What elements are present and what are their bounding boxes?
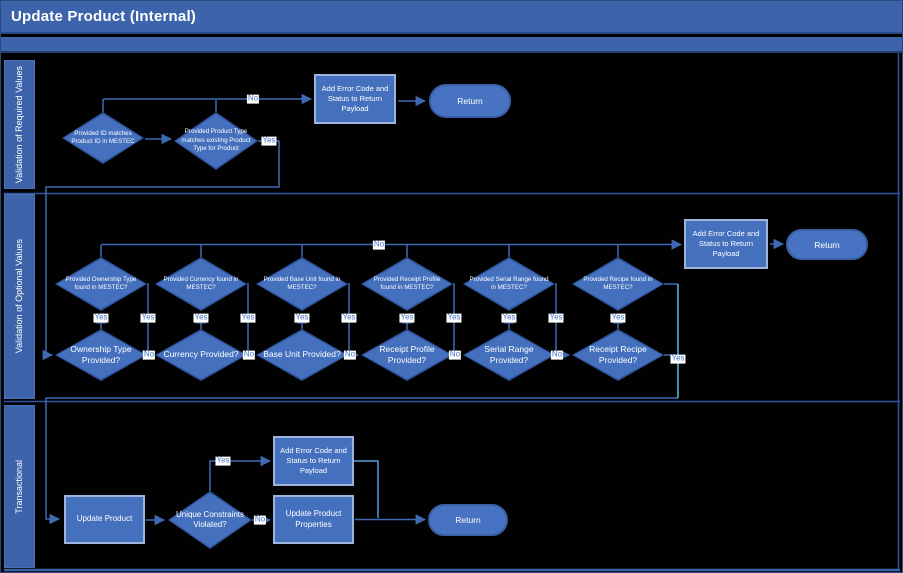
- check-receipt-profile-found[interactable]: Provided Receipt Profile found in MESTEC…: [361, 257, 453, 311]
- label-yes: Yes: [215, 455, 231, 466]
- lane-label-text: Validation of Optional Values: [14, 239, 25, 354]
- label-no: No: [372, 239, 386, 250]
- decision-text: Provided Recipe found in MESTEC?: [583, 275, 653, 291]
- decision-text: Currency Provided?: [163, 349, 239, 360]
- error-box-lane2[interactable]: Add Error Code and Status to Return Payl…: [684, 219, 768, 269]
- lane-label-text: Validation of Required Values: [14, 65, 25, 184]
- decision-unique-constraints[interactable]: Unique Constraints Violated?: [168, 491, 252, 549]
- decision-receipt-profile-provided[interactable]: Receipt Profile Provided?: [361, 329, 453, 381]
- label-yes: Yes: [446, 312, 462, 323]
- return-text: Return: [814, 239, 840, 250]
- decision-text: Unique Constraints Violated?: [175, 509, 245, 529]
- process-text: Update Product: [76, 514, 133, 524]
- label-yes: Yes: [610, 312, 626, 323]
- label-no: No: [246, 93, 260, 104]
- return-terminator-lane3[interactable]: Return: [428, 504, 508, 536]
- lane-label-transactional: Transactional: [4, 405, 35, 568]
- decision-text: Provided Ownership Type found in MESTEC?: [65, 275, 137, 291]
- label-no: No: [448, 349, 462, 360]
- error-box-lane1[interactable]: Add Error Code and Status to Return Payl…: [314, 74, 396, 124]
- decision-text: Receipt Profile Provided?: [379, 343, 435, 365]
- decision-text: Ownership Type Provided?: [70, 343, 132, 365]
- decision-text: Provided Base Unit found in MESTEC?: [263, 275, 341, 291]
- decision-product-type-matches[interactable]: Provided Product Type matches existing P…: [174, 112, 258, 170]
- label-yes: Yes: [193, 312, 209, 323]
- label-yes: Yes: [140, 312, 156, 323]
- update-product-properties-box[interactable]: Update Product Properties: [273, 495, 354, 544]
- decision-text: Provided Receipt Profile found in MESTEC…: [373, 275, 441, 291]
- lane-label-text: Transactional: [14, 459, 25, 514]
- decision-ownership-type-provided[interactable]: Ownership Type Provided?: [55, 329, 147, 381]
- return-text: Return: [457, 96, 483, 106]
- swimlane-header-band: [1, 37, 902, 53]
- lane-label-validation-required: Validation of Required Values: [4, 60, 35, 189]
- update-product-box[interactable]: Update Product: [64, 495, 145, 544]
- decision-text: Serial Range Provided?: [484, 343, 534, 365]
- page-title: Update Product (Internal): [11, 8, 197, 25]
- check-base-unit-found[interactable]: Provided Base Unit found in MESTEC?: [256, 257, 348, 311]
- label-yes: Yes: [341, 312, 357, 323]
- label-no: No: [343, 349, 357, 360]
- decision-text: Provided Product Type matches existing P…: [181, 128, 251, 153]
- label-no: No: [242, 349, 256, 360]
- label-yes: Yes: [240, 312, 256, 323]
- check-currency-found[interactable]: Provided Currency found in MESTEC?: [155, 257, 247, 311]
- label-no: No: [253, 514, 267, 525]
- decision-id-matches[interactable]: Provided ID matches Product ID in MESTEC: [62, 112, 144, 164]
- check-ownership-type-found[interactable]: Provided Ownership Type found in MESTEC?: [55, 257, 147, 311]
- decision-base-unit-provided[interactable]: Base Unit Provided?: [256, 329, 348, 381]
- decision-text: Base Unit Provided?: [263, 349, 341, 360]
- error-box-text: Add Error Code and Status to Return Payl…: [280, 445, 347, 476]
- error-box-text: Add Error Code and Status to Return Payl…: [692, 228, 760, 259]
- decision-text: Provided Currency found in MESTEC?: [163, 275, 239, 291]
- label-yes: Yes: [294, 312, 310, 323]
- return-text: Return: [455, 515, 481, 525]
- error-box-text: Add Error Code and Status to Return Payl…: [321, 83, 389, 114]
- label-yes: Yes: [93, 312, 109, 323]
- decision-text: Provided ID matches Product ID in MESTEC: [71, 129, 135, 145]
- label-yes: Yes: [399, 312, 415, 323]
- label-yes: Yes: [548, 312, 564, 323]
- label-no: No: [550, 349, 564, 360]
- label-yes: Yes: [261, 135, 277, 146]
- check-serial-range-found[interactable]: Provided Serial Range found in MESTEC?: [463, 257, 555, 311]
- return-terminator-lane2[interactable]: Return: [786, 229, 868, 260]
- lane-label-validation-optional: Validation of Optional Values: [4, 194, 35, 399]
- decision-text: Provided Serial Range found in MESTEC?: [469, 275, 549, 291]
- decision-text: Receipt Recipe Provided?: [589, 343, 647, 365]
- decision-receipt-recipe-provided[interactable]: Receipt Recipe Provided?: [572, 329, 664, 381]
- return-terminator-lane1[interactable]: Return: [429, 84, 511, 118]
- decision-serial-range-provided[interactable]: Serial Range Provided?: [463, 329, 555, 381]
- label-yes: Yes: [670, 353, 686, 364]
- label-yes: Yes: [501, 312, 517, 323]
- diagram-title-bar: Update Product (Internal): [1, 1, 902, 34]
- error-box-lane3[interactable]: Add Error Code and Status to Return Payl…: [273, 436, 354, 486]
- decision-currency-provided[interactable]: Currency Provided?: [155, 329, 247, 381]
- check-recipe-found[interactable]: Provided Recipe found in MESTEC?: [572, 257, 664, 311]
- label-no: No: [142, 349, 156, 360]
- process-text: Update Product Properties: [285, 508, 342, 529]
